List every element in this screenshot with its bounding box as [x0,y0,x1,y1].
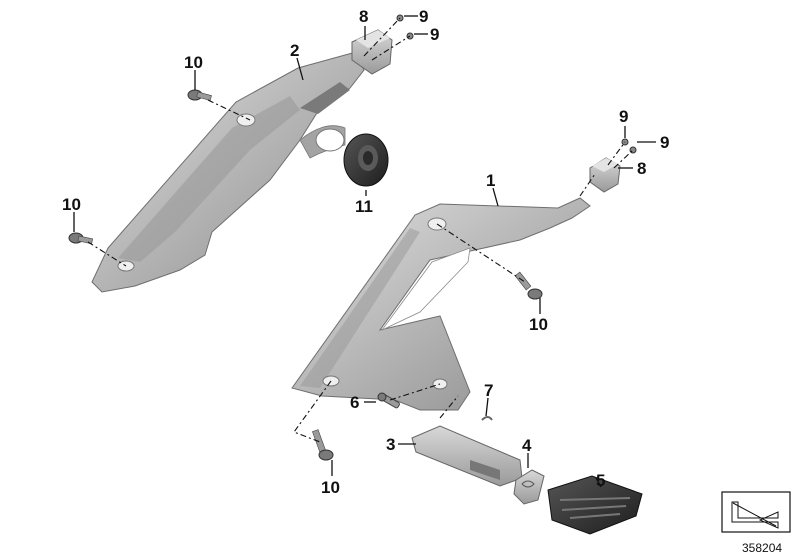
spring-part-4 [513,469,545,505]
leader-lines [73,15,656,488]
reference-box: 358204 [721,491,791,555]
callout-10-left-top: 10 [184,53,203,72]
callout-2: 2 [290,41,299,60]
callout-3: 3 [386,435,395,454]
callout-5: 5 [596,471,605,490]
callout-4: 4 [522,436,532,455]
clip-part-7 [481,416,493,421]
callouts: 1 2 3 4 5 6 7 8 8 9 9 9 9 10 10 10 10 11 [62,7,669,497]
roller-part-11 [343,133,389,187]
reference-number: 358204 [742,541,782,555]
screw-part-10-left-top [187,89,212,101]
rubber-bush-part-8-top [351,29,393,75]
callout-9-right-b: 9 [660,133,669,152]
screw-part-10-left-mid [68,232,94,245]
footrest-arm-part-3 [411,425,523,487]
callout-6: 6 [350,393,359,412]
left-bracket-part-2 [91,51,365,293]
rubber-bush-part-8-right [589,157,621,193]
callout-1: 1 [486,171,495,190]
callout-11: 11 [355,197,373,216]
callout-8-top: 8 [359,7,368,26]
rubber-footpeg-part-5 [547,475,643,535]
callout-9-top-a: 9 [419,7,428,26]
pin-part-6 [377,392,400,409]
callout-10-left-mid: 10 [62,195,81,214]
assembly-lines [87,17,634,443]
callout-9-right-a: 9 [619,107,628,126]
right-bracket-part-1 [291,197,591,411]
callout-7: 7 [484,381,493,400]
screw-part-10-center [514,271,543,300]
callout-8-right: 8 [637,159,646,178]
callout-9-top-b: 9 [430,25,439,44]
callout-10-bottom: 10 [321,478,340,497]
small-screws-part-9-right [621,138,637,154]
callout-10-center: 10 [529,315,548,334]
screw-part-10-bottom [312,429,334,461]
